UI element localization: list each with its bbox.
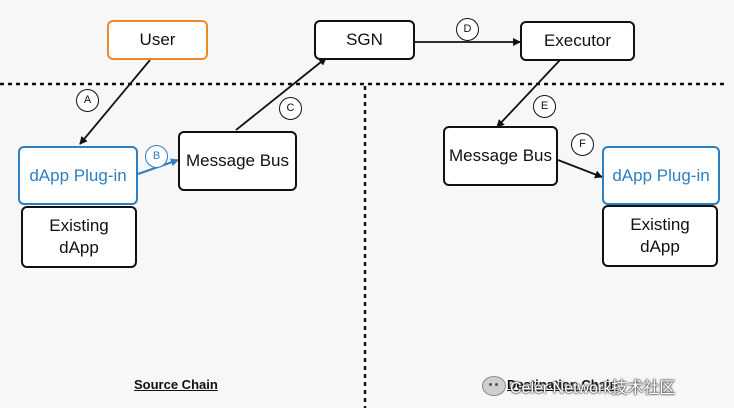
- step-f-badge: F: [571, 133, 594, 156]
- watermark-text: Celer Network技术社区: [510, 380, 676, 397]
- step-d-badge: D: [456, 18, 479, 41]
- arrow-f-bus-to-plugin: [557, 159, 603, 179]
- dest-existing-dapp-box: Existing dApp: [602, 205, 718, 267]
- dest-plugin-box: dApp Plug-in: [602, 146, 720, 205]
- source-message-bus-box: Message Bus: [178, 131, 297, 191]
- dest-message-bus-label: Message Bus: [449, 146, 552, 165]
- destination-chain-label: Destination Chain: [507, 377, 618, 392]
- step-a-badge: A: [76, 89, 99, 112]
- dest-plugin-label: dApp Plug-in: [612, 165, 710, 185]
- wechat-logo-icon: [482, 376, 506, 396]
- executor-label: Executor: [543, 31, 612, 50]
- step-e-badge: E: [533, 95, 556, 118]
- arrow-e-executor-to-bus: [496, 59, 561, 128]
- step-b-badge: B: [145, 145, 168, 168]
- sgn-box: SGN: [314, 20, 415, 60]
- executor-box: Executor: [520, 21, 635, 61]
- arrow-c-bus-to-sgn: [235, 57, 327, 131]
- watermark: Celer Network技术社区: [482, 374, 675, 398]
- dest-existing-line-1: Existing: [630, 215, 690, 234]
- step-c-badge: C: [279, 97, 302, 120]
- source-plugin-box: dApp Plug-in: [18, 146, 138, 205]
- sgn-label: SGN: [346, 30, 383, 49]
- dest-existing-line-2: dApp: [640, 237, 680, 256]
- source-plugin-label: dApp Plug-in: [29, 165, 127, 185]
- source-existing-line-1: Existing: [49, 216, 109, 235]
- source-existing-dapp-box: Existing dApp: [21, 206, 137, 268]
- source-chain-label: Source Chain: [134, 377, 218, 392]
- source-existing-line-2: dApp: [59, 238, 99, 257]
- source-message-bus-label: Message Bus: [186, 151, 289, 170]
- dest-message-bus-box: Message Bus: [443, 126, 558, 186]
- arrow-a-user-to-plugin: [79, 59, 151, 145]
- user-box: User: [107, 20, 208, 60]
- user-label: User: [139, 30, 176, 49]
